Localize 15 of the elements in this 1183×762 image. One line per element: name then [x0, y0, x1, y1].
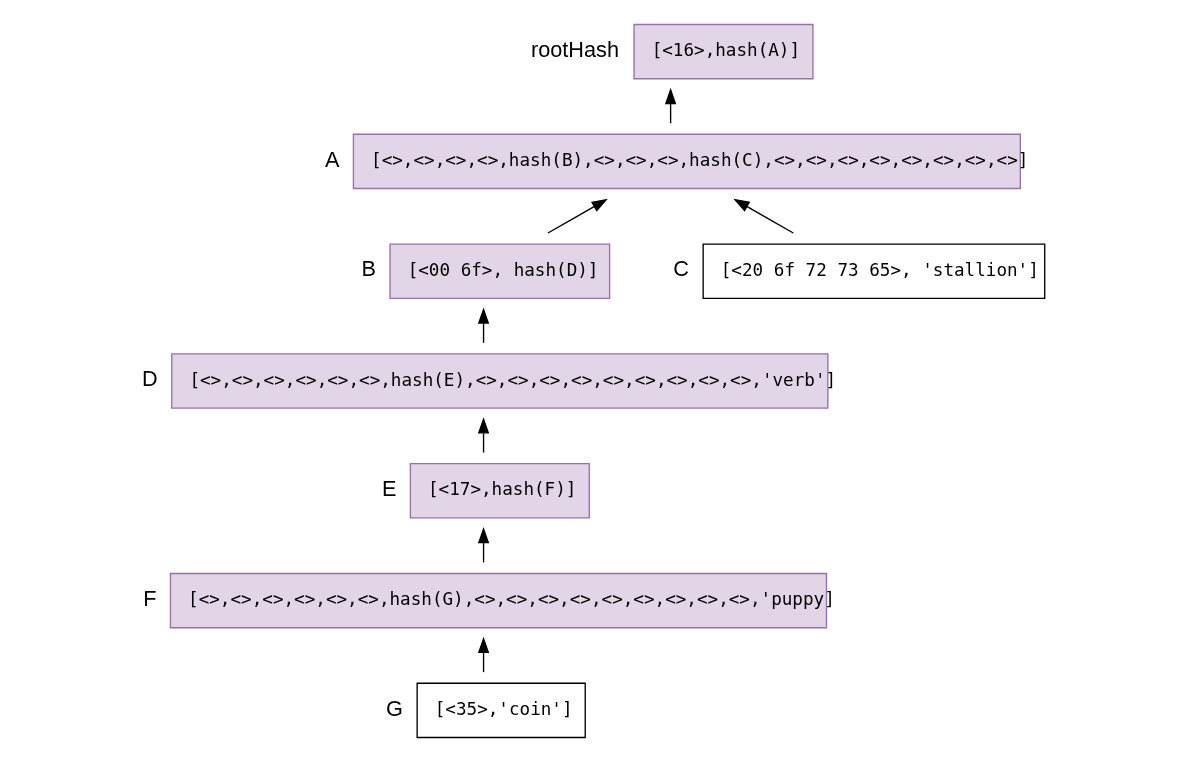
- arrow: [546, 198, 608, 234]
- node-label: G: [385, 695, 403, 721]
- node-label: F: [142, 585, 157, 611]
- arrow: [732, 198, 794, 234]
- arrow: [664, 87, 676, 124]
- node-label: D: [141, 366, 158, 392]
- node-label: C: [672, 256, 689, 282]
- arrow: [477, 417, 489, 454]
- node-label: A: [324, 146, 339, 172]
- node-label: B: [361, 256, 376, 282]
- arrow: [477, 636, 489, 673]
- node-label: rootHash: [530, 36, 619, 62]
- arrow: [477, 527, 489, 564]
- node-label: E: [381, 475, 396, 501]
- arrow: [477, 307, 489, 344]
